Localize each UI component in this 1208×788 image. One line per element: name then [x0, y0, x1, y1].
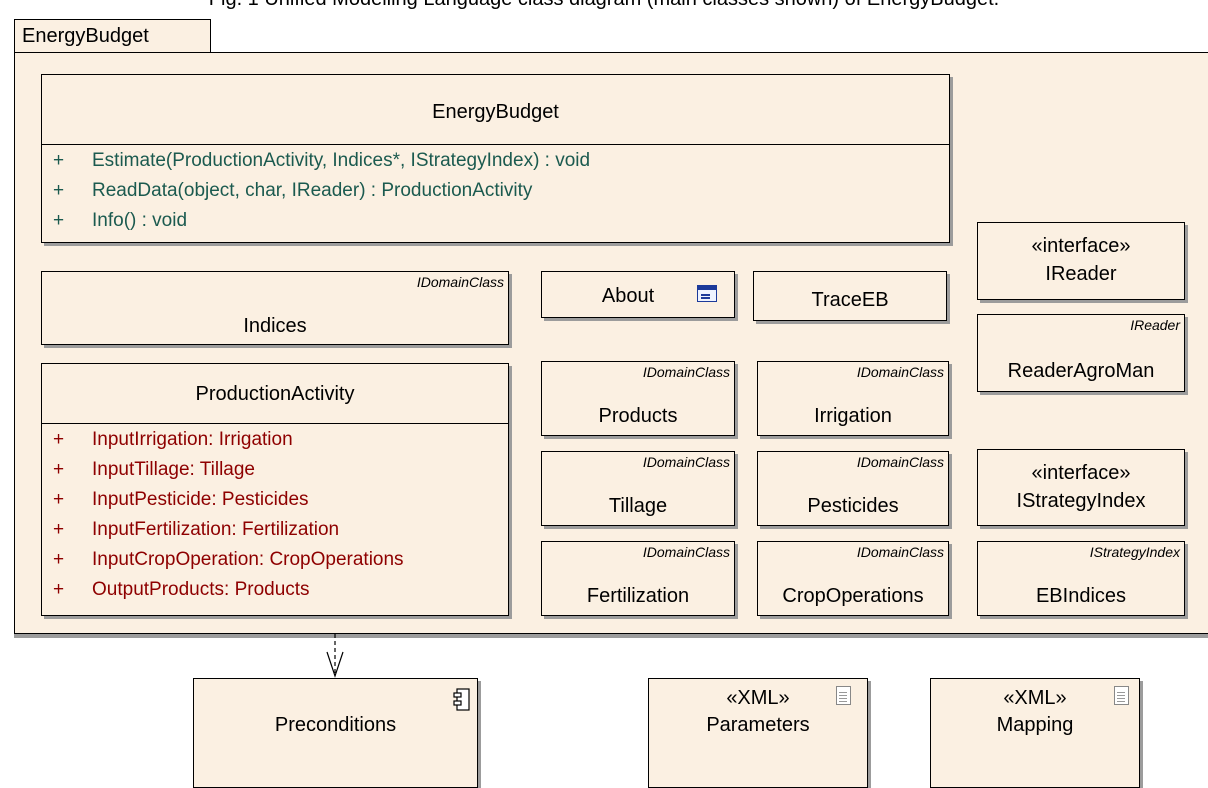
figure-caption: Fig. 1 Unified Modelling Language class …: [0, 0, 1208, 11]
class-name: EnergyBudget: [432, 101, 559, 123]
class-name: Products: [598, 405, 678, 427]
compartment-divider: [42, 423, 508, 424]
stereotype-label: «XML»: [1003, 687, 1067, 709]
class-name: EBIndices: [1035, 585, 1127, 607]
document-icon: [1114, 686, 1129, 705]
operation-signature: Info() : void: [92, 210, 188, 231]
stereotype-label: «XML»: [726, 687, 790, 709]
attribute-text: InputCropOperation: CropOperations: [92, 549, 404, 570]
class-name: ProductionActivity: [195, 383, 355, 405]
component-preconditions[interactable]: Preconditions: [193, 678, 478, 788]
operation-signature: Estimate(ProductionActivity, Indices*, I…: [92, 150, 591, 171]
stereotype-label: IDomainClass: [856, 544, 944, 560]
attribute-text: InputFertilization: Fertilization: [92, 519, 340, 540]
dependency-arrow: [326, 634, 344, 678]
class-productionactivity[interactable]: ProductionActivity + InputIrrigation: Irr…: [41, 363, 509, 616]
class-name: Fertilization: [586, 585, 690, 607]
artifact-name: Mapping: [996, 714, 1074, 736]
interface-ireader[interactable]: «interface» IReader: [977, 222, 1185, 300]
class-name: Tillage: [608, 495, 668, 517]
interface-istrategyindex[interactable]: «interface» IStrategyIndex: [977, 449, 1185, 526]
package-tab[interactable]: EnergyBudget: [14, 19, 211, 53]
visibility-marker: +: [53, 459, 65, 480]
attribute-list: + InputIrrigation: Irrigation + InputTilla…: [42, 425, 508, 605]
stereotype-label: IDomainClass: [642, 544, 730, 560]
stereotype-label: IStrategyIndex: [1089, 544, 1180, 560]
class-tillage[interactable]: IDomainClass Tillage: [541, 451, 735, 526]
artifact-parameters[interactable]: «XML» Parameters: [648, 678, 868, 788]
class-readeragroman[interactable]: IReader ReaderAgroMan: [977, 314, 1185, 392]
visibility-marker: +: [53, 519, 65, 540]
class-irrigation[interactable]: IDomainClass Irrigation: [757, 361, 949, 436]
operation-list: + Estimate(ProductionActivity, Indices*, …: [42, 146, 949, 236]
class-name: Irrigation: [814, 405, 892, 427]
stereotype-label: IDomainClass: [416, 274, 504, 290]
class-name: Pesticides: [807, 495, 899, 517]
attribute-inputcropoperation: + InputCropOperation: CropOperations: [42, 545, 508, 575]
class-fertilization[interactable]: IDomainClass Fertilization: [541, 541, 735, 616]
class-pesticides[interactable]: IDomainClass Pesticides: [757, 451, 949, 526]
stereotype-label: IDomainClass: [856, 364, 944, 380]
operation-estimate: + Estimate(ProductionActivity, Indices*, …: [42, 146, 949, 176]
visibility-marker: +: [53, 210, 65, 231]
stereotype-label: IDomainClass: [856, 454, 944, 470]
class-name: CropOperations: [782, 585, 924, 607]
class-products[interactable]: IDomainClass Products: [541, 361, 735, 436]
attribute-inputtillage: + InputTillage: Tillage: [42, 455, 508, 485]
component-name: Preconditions: [274, 714, 397, 736]
visibility-marker: +: [53, 180, 65, 201]
stereotype-label: IDomainClass: [642, 454, 730, 470]
class-about[interactable]: About: [541, 271, 735, 318]
stereotype-label: IReader: [1130, 317, 1180, 333]
interface-name: IReader: [1045, 263, 1117, 285]
compartment-divider: [42, 144, 949, 145]
operation-signature: ReadData(object, char, IReader) : Produc…: [92, 180, 533, 201]
artifact-name: Parameters: [706, 714, 810, 736]
attribute-text: InputIrrigation: Irrigation: [92, 429, 293, 450]
visibility-marker: +: [53, 579, 65, 600]
interface-name: IStrategyIndex: [1016, 490, 1146, 512]
stereotype-label: «interface»: [1031, 462, 1131, 484]
attribute-inputfertilization: + InputFertilization: Fertilization: [42, 515, 508, 545]
class-energybudget[interactable]: EnergyBudget + Estimate(ProductionActivit…: [41, 74, 950, 243]
visibility-marker: +: [53, 549, 65, 570]
window-form-icon: [697, 285, 717, 302]
attribute-text: OutputProducts: Products: [92, 579, 310, 600]
class-name: TraceEB: [811, 289, 889, 311]
attribute-text: InputTillage: Tillage: [92, 459, 256, 480]
stereotype-label: IDomainClass: [642, 364, 730, 380]
attribute-text: InputPesticide: Pesticides: [92, 489, 309, 510]
document-icon: [836, 686, 851, 705]
artifact-mapping[interactable]: «XML» Mapping: [930, 678, 1140, 788]
class-name: Indices: [243, 315, 307, 337]
stereotype-label: «interface»: [1031, 235, 1131, 257]
class-indices[interactable]: IDomainClass Indices: [41, 271, 509, 345]
class-name: About: [601, 285, 655, 307]
class-ebindices[interactable]: IStrategyIndex EBIndices: [977, 541, 1185, 616]
visibility-marker: +: [53, 150, 65, 171]
class-cropoperations[interactable]: IDomainClass CropOperations: [757, 541, 949, 616]
class-traceeb[interactable]: TraceEB: [753, 271, 947, 321]
class-name: ReaderAgroMan: [1007, 360, 1155, 382]
operation-info: + Info() : void: [42, 206, 949, 236]
attribute-inputirrigation: + InputIrrigation: Irrigation: [42, 425, 508, 455]
visibility-marker: +: [53, 489, 65, 510]
operation-readdata: + ReadData(object, char, IReader) : Produ…: [42, 176, 949, 206]
attribute-outputproducts: + OutputProducts: Products: [42, 575, 508, 605]
attribute-inputpesticide: + InputPesticide: Pesticides: [42, 485, 508, 515]
visibility-marker: +: [53, 429, 65, 450]
arrowhead: [326, 651, 344, 678]
component-icon: [453, 688, 470, 711]
